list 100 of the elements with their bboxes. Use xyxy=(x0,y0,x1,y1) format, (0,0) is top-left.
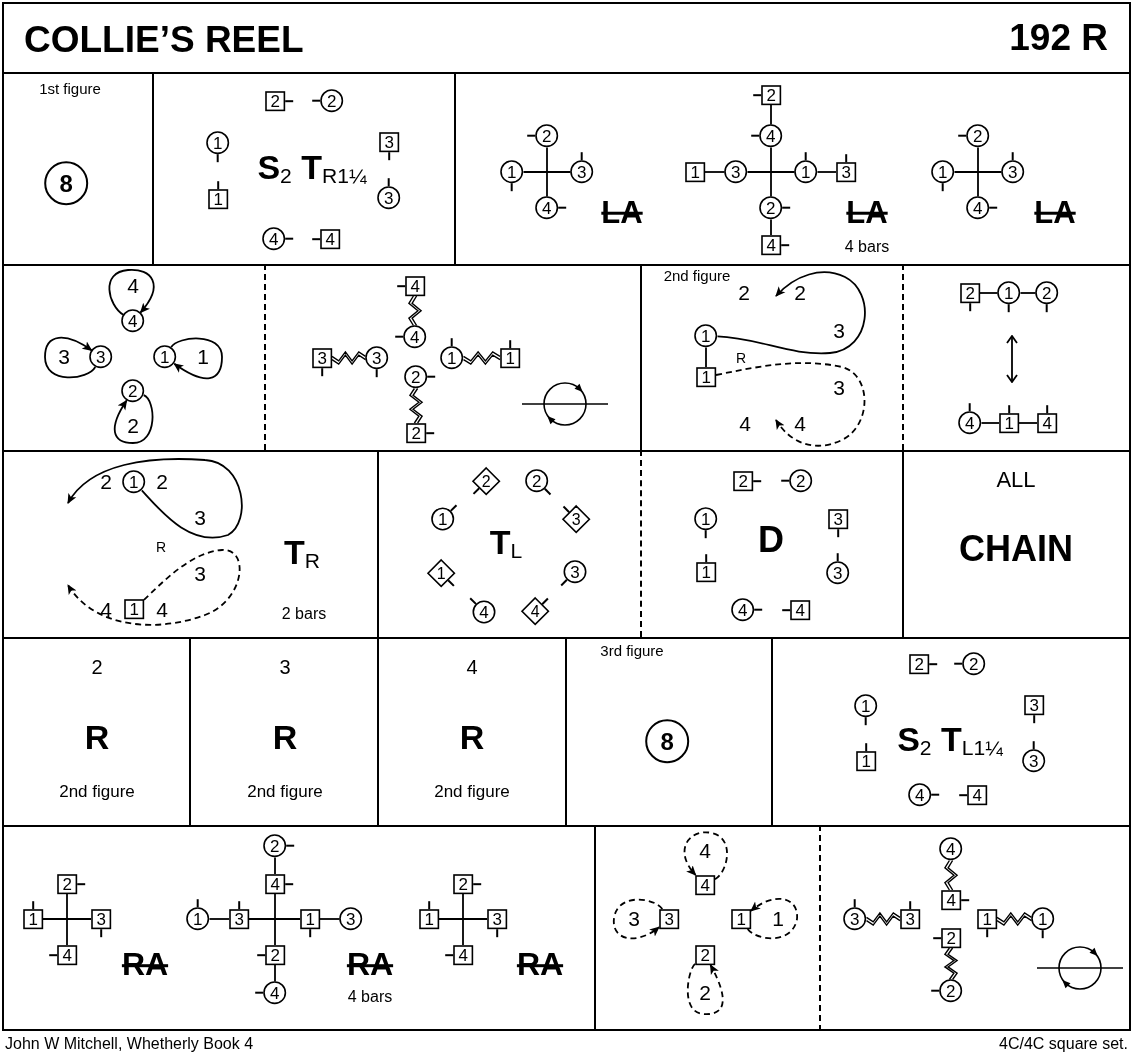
figure-instruction: R xyxy=(459,720,485,756)
dancer-diamond: 1 xyxy=(425,557,457,589)
connector-line xyxy=(980,422,1000,424)
zigzag-line xyxy=(944,859,959,891)
figure-instruction: LA xyxy=(846,196,888,230)
dancer-circle: 3 xyxy=(88,344,114,370)
connector-line xyxy=(66,893,68,946)
curved-arrow xyxy=(686,962,724,1016)
curved-arrow xyxy=(715,362,866,447)
position-number: 4 xyxy=(739,413,751,435)
position-number: 4 xyxy=(699,840,711,862)
dancer-square: 1 xyxy=(683,160,707,184)
position-number: 3 xyxy=(833,320,845,342)
position-number: 2 xyxy=(91,656,103,678)
connector-line xyxy=(816,171,837,173)
numbered-circle: 8 xyxy=(42,159,90,207)
figure-panel xyxy=(2,450,377,637)
connector-line xyxy=(1018,422,1038,424)
figure-instruction: S$_{2}$ T$_{L1¼}$ xyxy=(897,722,1003,758)
connector-line xyxy=(953,171,1003,173)
zigzag-line xyxy=(996,911,1033,927)
dancer-circle: 1 xyxy=(693,323,719,349)
zigzag-line xyxy=(865,911,901,927)
figure-panel xyxy=(902,450,1131,637)
figure-instruction: CHAIN xyxy=(959,530,1073,568)
figure-panel xyxy=(189,637,377,825)
position-number: 3 xyxy=(58,346,70,368)
connector-line xyxy=(438,918,488,920)
connector-line xyxy=(546,146,548,198)
side-label: R xyxy=(155,539,167,555)
connector-line xyxy=(770,104,772,126)
dancer-circle: 1 xyxy=(121,469,147,495)
position-number: 2 xyxy=(699,982,711,1004)
dance-title: COLLIE’S REEL xyxy=(24,19,304,61)
zigzag-line xyxy=(331,350,367,366)
curved-arrow xyxy=(108,269,155,316)
figure-instruction: D xyxy=(758,521,784,559)
connector-line xyxy=(705,346,707,368)
curved-arrow xyxy=(170,337,223,380)
figure-instruction: LA xyxy=(1034,196,1076,230)
figure-panel xyxy=(454,72,1131,264)
dancer-circle: 4 xyxy=(938,836,964,862)
dancer-diamond: 3 xyxy=(560,503,592,535)
zigzag-line xyxy=(462,350,501,366)
connector-line xyxy=(319,918,341,920)
dancer-square: 3 xyxy=(657,907,681,931)
connector-line xyxy=(42,918,92,920)
connector-line xyxy=(979,292,999,294)
figure-label: 2nd figure xyxy=(434,783,510,801)
position-number: 3 xyxy=(833,377,845,399)
figure-panel xyxy=(2,825,594,1031)
figure-panel xyxy=(2,264,264,450)
connector-line xyxy=(977,146,979,198)
zigzag-line xyxy=(408,295,423,327)
curved-arrow xyxy=(44,336,97,379)
dancer-circle: 1 xyxy=(430,504,458,532)
dancer-circle: 4 xyxy=(120,308,146,334)
zigzag-line xyxy=(943,947,959,981)
position-number: 4 xyxy=(156,599,168,621)
dancer-circle: 3 xyxy=(723,159,749,185)
dancer-circle: 4 xyxy=(469,597,497,625)
bar-count: 2 bars xyxy=(281,605,327,623)
position-number: 4 xyxy=(794,413,806,435)
figure-instruction: S$_{2}$ T$_{R1¼}$ xyxy=(257,150,367,186)
curved-arrow xyxy=(716,271,866,355)
figure-instruction: RA xyxy=(346,948,394,982)
position-number: 1 xyxy=(197,346,209,368)
set-formation-note: 4C/4C square set. xyxy=(999,1035,1128,1053)
figure-label: 2nd figure xyxy=(247,783,323,801)
position-number: 1 xyxy=(772,908,784,930)
figure-panel xyxy=(594,825,819,1031)
figure-panel xyxy=(377,637,565,825)
figure-label: 2nd figure xyxy=(59,783,135,801)
figure-panel xyxy=(819,825,1131,1031)
figure-panel xyxy=(640,450,902,637)
dancer-circle: 2 xyxy=(524,468,552,496)
position-number: 2 xyxy=(794,282,806,304)
figure-panel xyxy=(264,264,640,450)
connector-line xyxy=(248,918,301,920)
figure-panel xyxy=(771,637,1131,825)
connector-line xyxy=(704,171,726,173)
dancer-square: 2 xyxy=(693,943,717,967)
position-number: 3 xyxy=(194,507,206,529)
figure-panel xyxy=(377,450,640,637)
dancer-square: 1 xyxy=(694,365,718,389)
connector-line xyxy=(274,856,276,875)
dancer-square: 1 xyxy=(729,907,753,931)
connector-line xyxy=(1019,292,1037,294)
figure-instruction: ALL xyxy=(996,468,1036,492)
position-number: 4 xyxy=(100,599,112,621)
figure-panel xyxy=(565,637,771,825)
figure-instruction: T$_{L}$ xyxy=(489,525,523,561)
zigzag-line xyxy=(408,387,424,424)
curved-arrow xyxy=(67,458,243,539)
dancer-square: 1 xyxy=(122,597,146,621)
dance-number: 192 R xyxy=(1009,17,1108,59)
connector-line xyxy=(746,171,796,173)
figure-instruction: T$_{R}$ xyxy=(284,535,320,571)
position-number: 2 xyxy=(100,471,112,493)
connector-line xyxy=(274,964,276,983)
